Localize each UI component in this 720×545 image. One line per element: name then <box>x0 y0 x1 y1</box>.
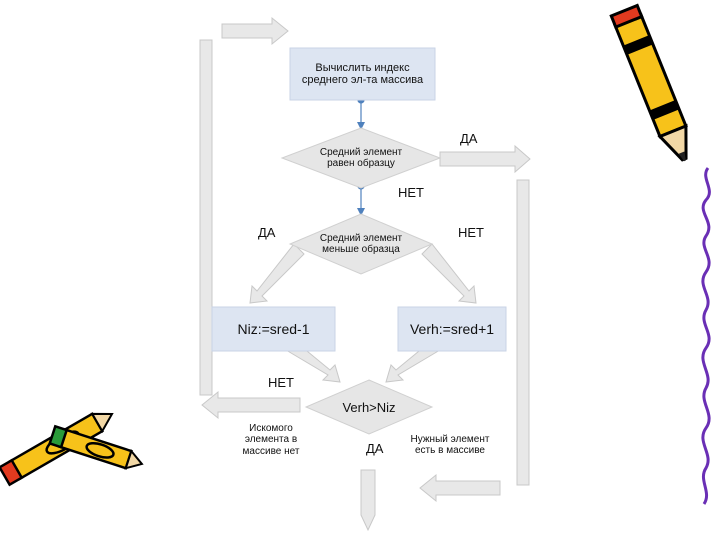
niz-box-label: Niz:=sred-1 <box>237 321 310 337</box>
left-diag-arrow <box>249 243 305 304</box>
not-found-line-3: массиве нет <box>242 445 300 457</box>
top-loop-arrow <box>221 16 289 46</box>
decision-compare-diamond <box>304 379 434 435</box>
label-yes-top: ДА <box>460 131 478 146</box>
found-line-2: есть в массиве <box>414 445 485 456</box>
not-found-line-1: Искомого <box>249 422 293 434</box>
label-yes-left: ДА <box>258 225 276 240</box>
label-no-right: НЕТ <box>458 225 484 240</box>
label-no-bottom: НЕТ <box>268 375 294 390</box>
not-found-arrow <box>201 390 301 420</box>
pencil-icon <box>609 3 688 162</box>
niz-box <box>211 306 336 352</box>
decision-equal-line-1: Средний элемент <box>319 147 403 158</box>
decision-equal-label: Средний элемент равен образцу <box>290 140 432 176</box>
verh-box <box>397 306 507 352</box>
decision-less-diamond <box>288 213 434 275</box>
squiggle-border <box>701 167 711 505</box>
decision-less-label: Средний элемент меньше образца <box>295 226 427 262</box>
left-loop-bar <box>199 39 213 396</box>
decision-compare-label: Verh>Niz <box>342 399 396 415</box>
connector-2-head <box>357 208 365 216</box>
decision-equal-line-2: равен образцу <box>327 158 395 169</box>
label-no-middle: НЕТ <box>398 185 424 200</box>
compute-box-label: Вычислить индекс среднего эл-та массива <box>290 48 435 100</box>
right-bar <box>516 179 530 486</box>
compute-line-1: Вычислить индекс <box>315 62 410 74</box>
not-found-line-2: элемента в <box>244 434 298 446</box>
found-label: Нужный элемент есть в массиве <box>400 430 500 460</box>
verh-box-label: Verh:=sred+1 <box>409 321 495 337</box>
crayon-icon <box>48 424 144 470</box>
yes-right-arrow <box>439 144 531 174</box>
decision-less-line-2: меньше образца <box>322 244 400 255</box>
connector-1-head <box>357 122 365 130</box>
not-found-label: Искомого элемента в массиве нет <box>230 418 312 462</box>
found-line-1: Нужный элемент <box>410 433 490 445</box>
compute-box <box>289 47 436 101</box>
compute-line-2: среднего эл-та массива <box>301 74 424 86</box>
right-diag-arrow <box>421 243 477 304</box>
label-yes-bottom: ДА <box>366 441 384 456</box>
bottom-return-arrow <box>419 473 501 503</box>
decision-equal-diamond <box>280 127 442 189</box>
decision-less-line-1: Средний элемент <box>319 233 403 244</box>
yes-down-arrow <box>360 469 376 532</box>
